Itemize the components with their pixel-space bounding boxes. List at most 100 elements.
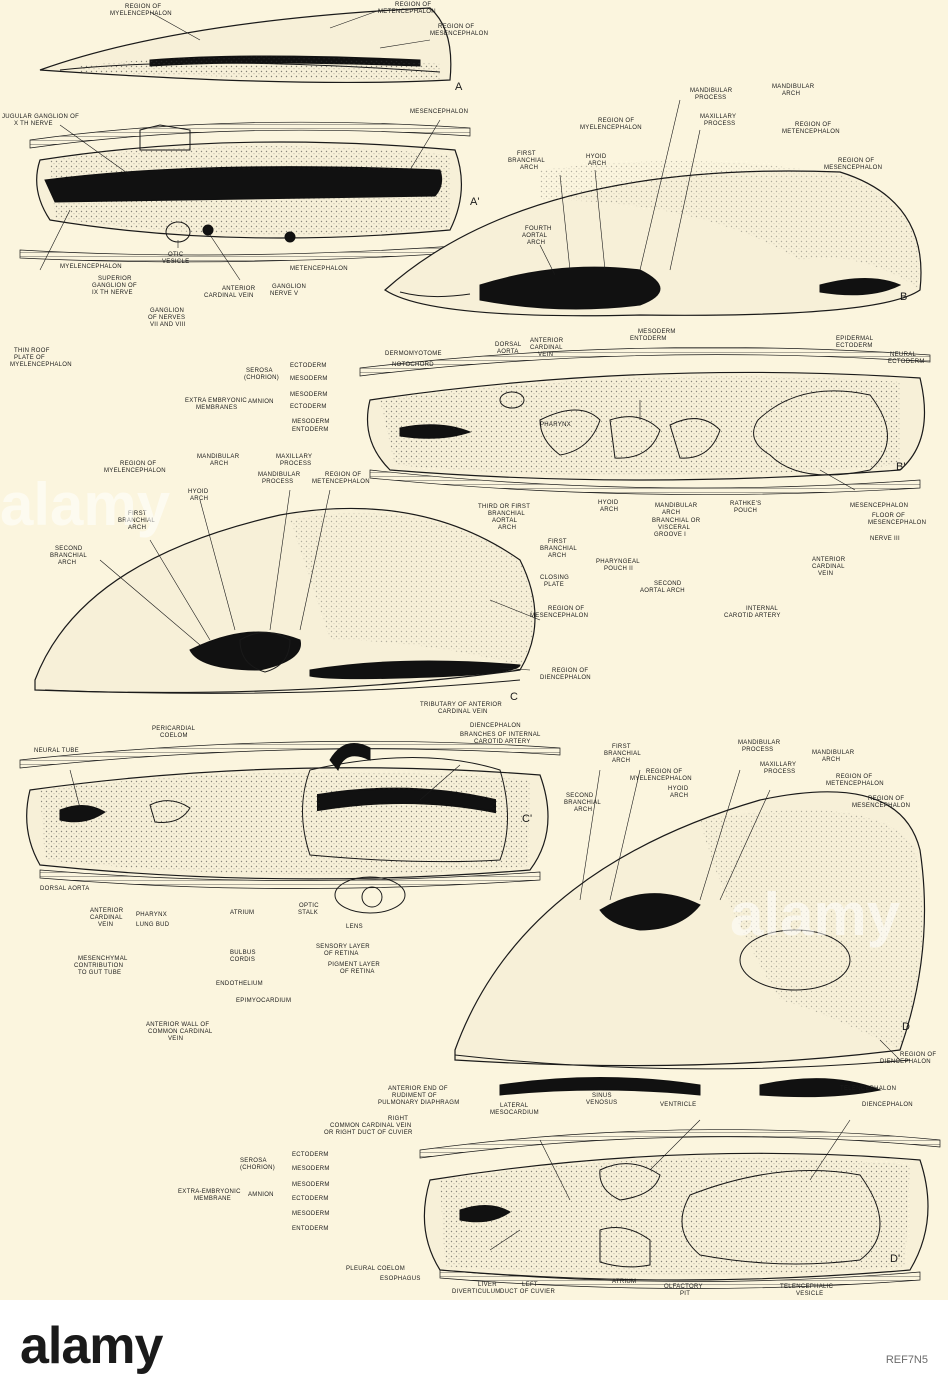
label-b-3: ARCH bbox=[782, 91, 800, 97]
label-c-21: DIENCEPHALON bbox=[540, 675, 591, 681]
label-dp-6: VENOSUS bbox=[586, 1100, 617, 1106]
label-a-2: REGION OF bbox=[395, 2, 431, 8]
label-d-21: DIENCEPHALON bbox=[880, 1059, 931, 1065]
label-cp-25: BULBUS bbox=[230, 950, 256, 956]
label-c-8: REGION OF bbox=[325, 472, 361, 478]
label-dp-5: SINUS bbox=[592, 1093, 612, 1099]
label-c-17: ARCH bbox=[58, 560, 76, 566]
labels-panel-d-prime: ANTERIOR END OF RUDIMENT OF PULMONARY DI… bbox=[178, 1086, 913, 1297]
label-dp-19: MESODERM bbox=[292, 1182, 330, 1188]
label-b-16: MESENCEPHALON bbox=[824, 165, 882, 171]
label-dp-33: TELENCEPHALIC bbox=[780, 1284, 834, 1290]
label-dp-22: MESODERM bbox=[292, 1211, 330, 1217]
label-b-12: ARCH bbox=[520, 165, 538, 171]
label-d-8: PROCESS bbox=[764, 769, 795, 775]
label-cp-12: PHARYNX bbox=[136, 912, 167, 918]
panel-letter-c-prime: C' bbox=[522, 813, 532, 825]
label-b-2: MANDIBULAR bbox=[772, 84, 815, 90]
label-dp-17: EXTRA-EMBRYONIC bbox=[178, 1189, 241, 1195]
label-dp-25: ESOPHAGUS bbox=[380, 1276, 421, 1282]
label-b-1: PROCESS bbox=[695, 95, 726, 101]
label-bp-40: RATHKE'S bbox=[730, 501, 761, 507]
label-c-6: REGION OF bbox=[120, 461, 156, 467]
label-cp-13: LUNG BUD bbox=[136, 922, 170, 928]
label-ap-19: MYELENCEPHALON bbox=[10, 362, 72, 368]
label-dp-28: LEFT bbox=[522, 1282, 538, 1288]
embryo-plate: REGION OF MYELENCEPHALON REGION OF METEN… bbox=[2, 2, 941, 1297]
label-bp-46: BRANCHIAL bbox=[540, 546, 577, 552]
label-cp-20: PIGMENT LAYER bbox=[328, 962, 380, 968]
label-cp-9: ANTERIOR bbox=[90, 908, 124, 914]
panel-b-prime bbox=[359, 347, 931, 495]
panel-letter-b-prime: B' bbox=[896, 461, 905, 473]
label-d-0: FIRST bbox=[612, 744, 631, 750]
label-cp-0: TRIBUTARY OF ANTERIOR bbox=[420, 702, 502, 708]
label-b-6: REGION OF bbox=[598, 118, 634, 124]
label-c-7: MYELENCEPHALON bbox=[104, 468, 166, 474]
label-bp-22: MESODERM bbox=[292, 419, 330, 425]
panel-d bbox=[454, 791, 926, 1098]
label-a-5: MESENCEPHALON bbox=[430, 31, 488, 37]
label-dp-29: DUCT OF CUVIER bbox=[500, 1289, 555, 1295]
label-dp-14: MESODERM bbox=[292, 1166, 330, 1172]
label-bp-35: ARCH bbox=[498, 525, 516, 531]
label-cp-4: DIENCEPHALON bbox=[470, 723, 521, 729]
label-bp-26: FLOOR OF bbox=[872, 513, 905, 519]
label-c-4: MANDIBULAR bbox=[258, 472, 301, 478]
alamy-logo[interactable]: alamy bbox=[20, 1317, 163, 1375]
label-cp-10: CARDINAL bbox=[90, 915, 123, 921]
label-bp-37: ARCH bbox=[600, 507, 618, 513]
label-cp-11: VEIN bbox=[98, 922, 113, 928]
labels-panel-d: FIRST BRANCHIAL ARCH MANDIBULAR PROCESS … bbox=[564, 740, 936, 1065]
label-b-10: FIRST bbox=[517, 151, 536, 157]
label-b-9: METENCEPHALON bbox=[782, 129, 840, 135]
label-c-2: MAXILLARY bbox=[276, 454, 312, 460]
label-bp-43: VISCERAL bbox=[658, 525, 690, 531]
label-bp-49: POUCH II bbox=[604, 566, 633, 572]
label-dp-13: ECTODERM bbox=[292, 1152, 329, 1158]
label-bp-34: AORTAL bbox=[492, 518, 518, 524]
panel-letter-a-prime: A' bbox=[470, 196, 479, 208]
label-ap-11: CARDINAL VEIN bbox=[204, 293, 254, 299]
label-bp-4: MESODERM bbox=[638, 329, 676, 335]
label-c-9: METENCEPHALON bbox=[312, 479, 370, 485]
panel-letter-c: C bbox=[510, 691, 518, 703]
label-d-16: BRANCHIAL bbox=[564, 800, 601, 806]
label-c-11: ARCH bbox=[190, 496, 208, 502]
label-d-12: MYELENCEPHALON bbox=[630, 776, 692, 782]
label-a-0: REGION OF bbox=[125, 4, 161, 10]
panel-b bbox=[384, 161, 922, 317]
label-bp-24: PHARYNX bbox=[540, 422, 571, 428]
label-bp-2: NEURAL bbox=[890, 352, 917, 358]
label-bp-17: EXTRA EMBRYONIC bbox=[185, 398, 247, 404]
panel-c-prime bbox=[19, 740, 561, 914]
label-bp-6: ANTERIOR bbox=[530, 338, 564, 344]
label-c-3: PROCESS bbox=[280, 461, 311, 467]
label-dp-20: ECTODERM bbox=[292, 1196, 329, 1202]
label-d-5: MANDIBULAR bbox=[812, 750, 855, 756]
label-bp-29: ANTERIOR bbox=[812, 557, 846, 563]
panel-a bbox=[39, 7, 452, 84]
panel-letter-a: A bbox=[455, 81, 463, 93]
label-cp-1: CARDINAL VEIN bbox=[438, 709, 488, 715]
label-d-7: MAXILLARY bbox=[760, 762, 796, 768]
label-bp-42: BRANCHIAL OR bbox=[652, 518, 701, 524]
label-cp-16: STALK bbox=[298, 910, 318, 916]
label-ap-6: METENCEPHALON bbox=[290, 266, 348, 272]
label-dp-0: ANTERIOR END OF bbox=[388, 1086, 448, 1092]
label-bp-18: MEMBRANES bbox=[196, 405, 237, 411]
label-bp-44: GROOVE I bbox=[654, 532, 686, 538]
label-bp-48: PHARYNGEAL bbox=[596, 559, 640, 565]
label-c-1: ARCH bbox=[210, 461, 228, 467]
label-dp-8: TELENCEPHALON bbox=[840, 1086, 896, 1092]
label-b-13: HYOID bbox=[586, 154, 607, 160]
label-bp-5: ENTODERM bbox=[630, 336, 667, 342]
label-cp-19: OF RETINA bbox=[324, 951, 359, 957]
label-bp-8: VEIN bbox=[538, 352, 553, 358]
label-ap-1: X TH NERVE bbox=[14, 121, 53, 127]
label-bp-41: POUCH bbox=[734, 508, 757, 514]
label-bp-33: BRANCHIAL bbox=[488, 511, 525, 517]
label-d-3: MANDIBULAR bbox=[738, 740, 781, 746]
label-ap-7: SUPERIOR bbox=[98, 276, 132, 282]
label-bp-39: ARCH bbox=[662, 510, 680, 516]
